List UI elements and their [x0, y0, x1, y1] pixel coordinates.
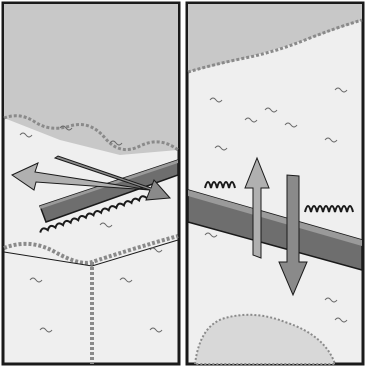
right-panel-slide-strip-vertically	[185, 0, 366, 367]
left-panel-slide-strip-horizontally	[0, 0, 181, 367]
right-panel-drawing	[185, 0, 366, 367]
left-panel-drawing	[0, 0, 181, 367]
